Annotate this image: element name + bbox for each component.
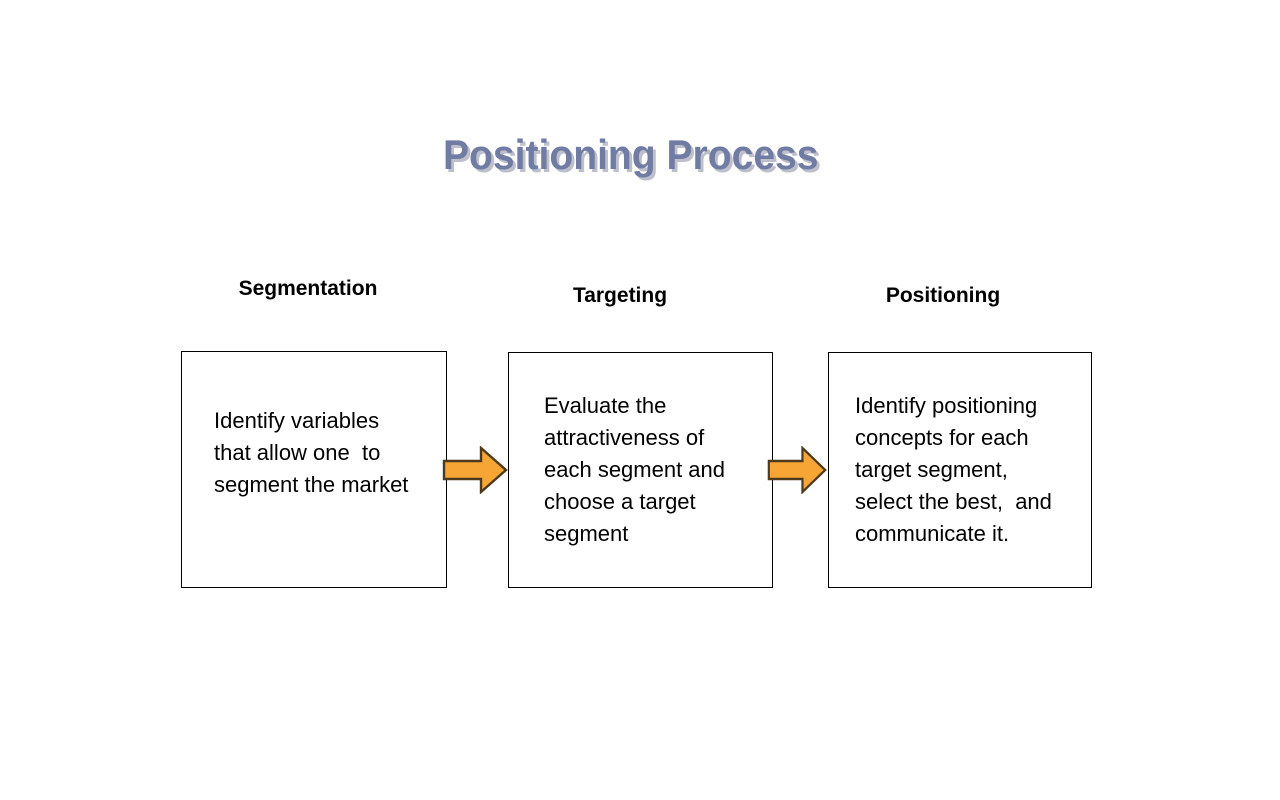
column-heading-segmentation: Segmentation [238, 277, 378, 300]
page-title: Positioning Process [443, 131, 819, 178]
arrow-right-icon [767, 446, 827, 494]
column-heading-targeting: Targeting [572, 284, 668, 307]
arrow-right-icon [442, 446, 508, 494]
targeting-box: Evaluate the attractiveness of each segm… [508, 352, 773, 588]
positioning-box-text: Identify positioning concepts for each t… [855, 393, 1052, 546]
targeting-box-text: Evaluate the attractiveness of each segm… [544, 393, 726, 546]
positioning-box: Identify positioning concepts for each t… [828, 352, 1092, 588]
segmentation-box-text: Identify variables that allow one to seg… [214, 408, 409, 497]
segmentation-box: Identify variables that allow one to seg… [181, 351, 447, 588]
column-heading-positioning: Positioning [885, 284, 1001, 307]
